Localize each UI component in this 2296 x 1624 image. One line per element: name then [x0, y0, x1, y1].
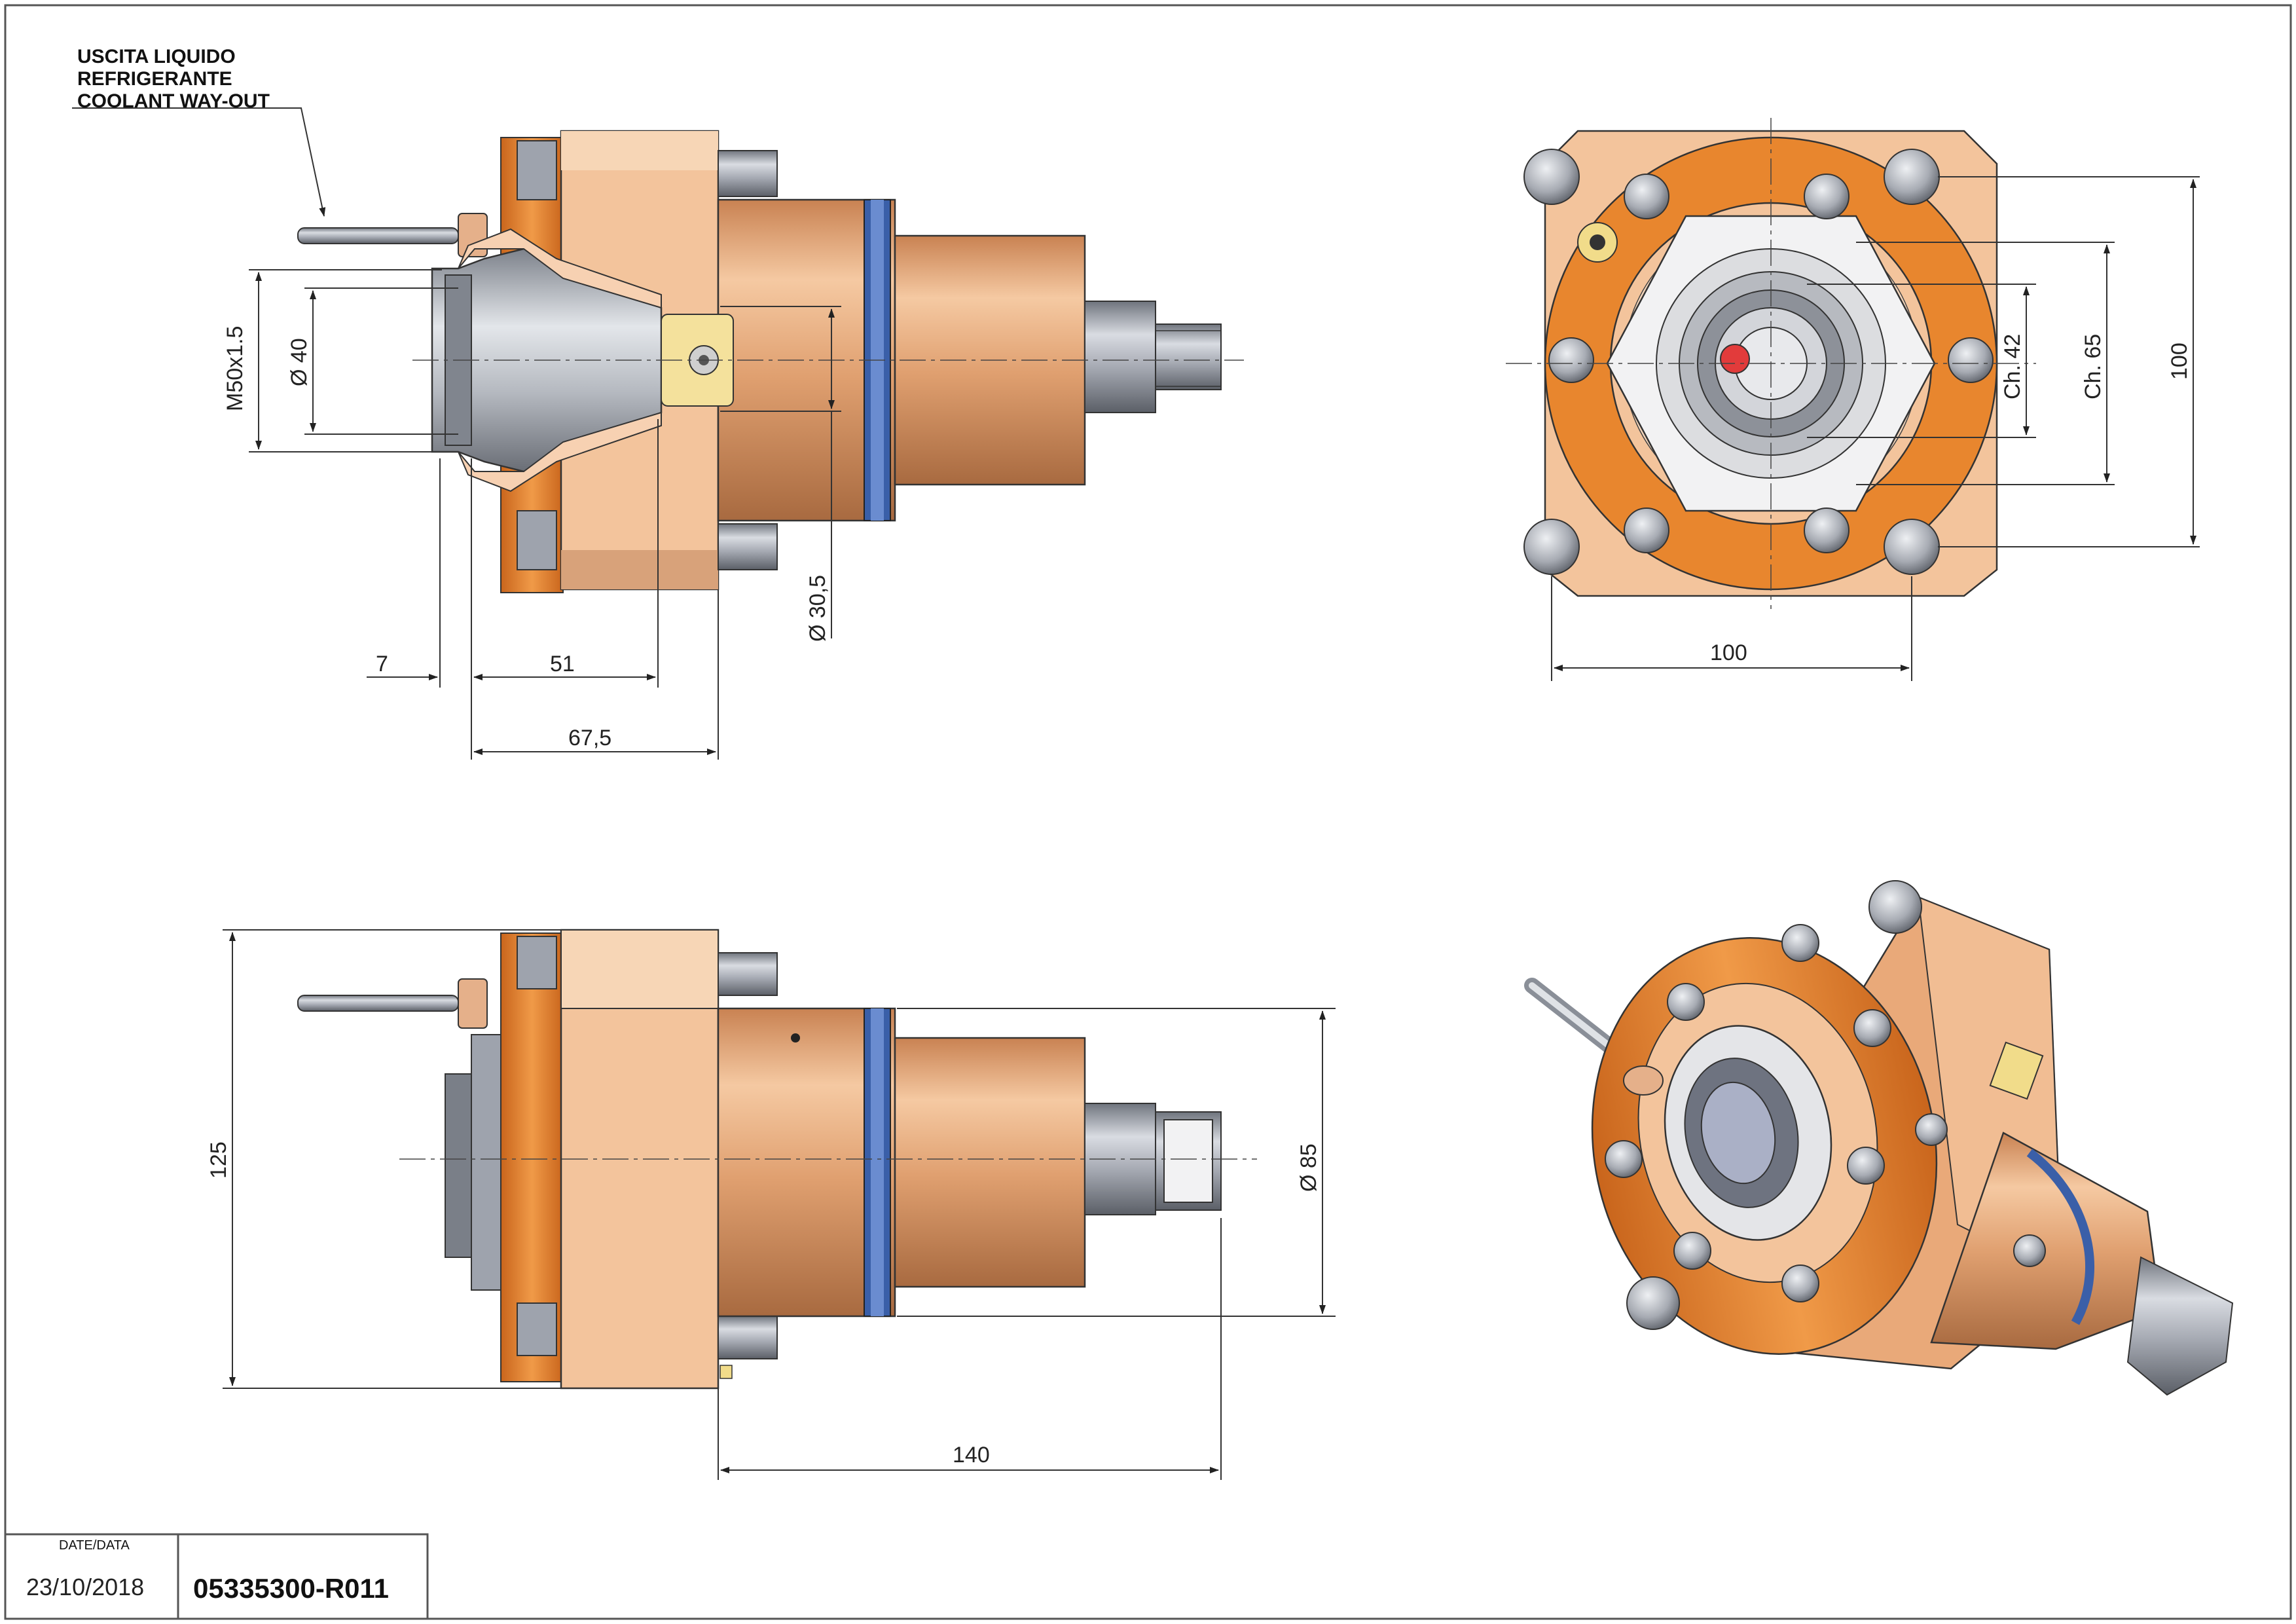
- drive-shaft: [1084, 301, 1156, 413]
- date-value: 23/10/2018: [26, 1574, 144, 1600]
- date-label: DATE/DATA: [59, 1538, 130, 1553]
- section-wall-top: [458, 228, 662, 309]
- section-wall-bottom: [458, 411, 662, 492]
- note-line2: REFRIGERANTE: [77, 68, 232, 90]
- front-view-section: Ch. 42 Ch. 65 100 100: [1506, 118, 2200, 681]
- dim-len51: 51: [550, 652, 575, 676]
- nut-side: [445, 1073, 472, 1258]
- dim-100-vertical: 100: [2167, 342, 2192, 380]
- dim-100-horizontal: 100: [1710, 640, 1747, 665]
- flange-bolt-top: [517, 140, 557, 200]
- title-block: DATE/DATA 23/10/2018 05335300-R011: [4, 1533, 429, 1620]
- iso-bolts: [1605, 880, 2046, 1330]
- stud-bottom: [718, 523, 778, 570]
- note-line3: COOLANT WAY-OUT: [77, 90, 270, 112]
- dim-ch65: Ch. 65: [2081, 334, 2105, 399]
- dim-dia85: Ø 85: [1296, 1143, 1321, 1192]
- dim-len67: 67,5: [568, 726, 611, 750]
- dim-dia40: Ø 40: [287, 338, 312, 386]
- dim-dia30: Ø 30,5: [805, 575, 830, 642]
- stud-top: [718, 150, 778, 197]
- iso-shaft: [2126, 1256, 2234, 1396]
- iso-cylinder: [1930, 1132, 2162, 1350]
- coolant-pipe: [297, 227, 459, 244]
- center-red-dot: [1720, 344, 1750, 374]
- note-line1: USCITA LIQUIDO: [77, 46, 236, 67]
- coolant-leader: [72, 107, 326, 217]
- drawing-code: 05335300-R011: [193, 1573, 389, 1604]
- dim-ch42: Ch. 42: [2000, 334, 2025, 399]
- dim-140: 140: [953, 1443, 990, 1467]
- sheet-border: [4, 4, 2292, 1620]
- side-view-section: USCITA LIQUIDO REFRIGERANTE COOLANT WAY-…: [72, 46, 1244, 760]
- isometric-view-section: [1524, 880, 2234, 1396]
- dim-125: 125: [206, 1141, 231, 1179]
- dim-thread: M50x1.5: [223, 326, 247, 411]
- front-bolts: [1523, 149, 1994, 575]
- dim-len7: 7: [376, 652, 388, 676]
- top-view-section: 125 Ø 85 140: [206, 929, 1336, 1480]
- flange-bolt-bottom: [517, 510, 557, 570]
